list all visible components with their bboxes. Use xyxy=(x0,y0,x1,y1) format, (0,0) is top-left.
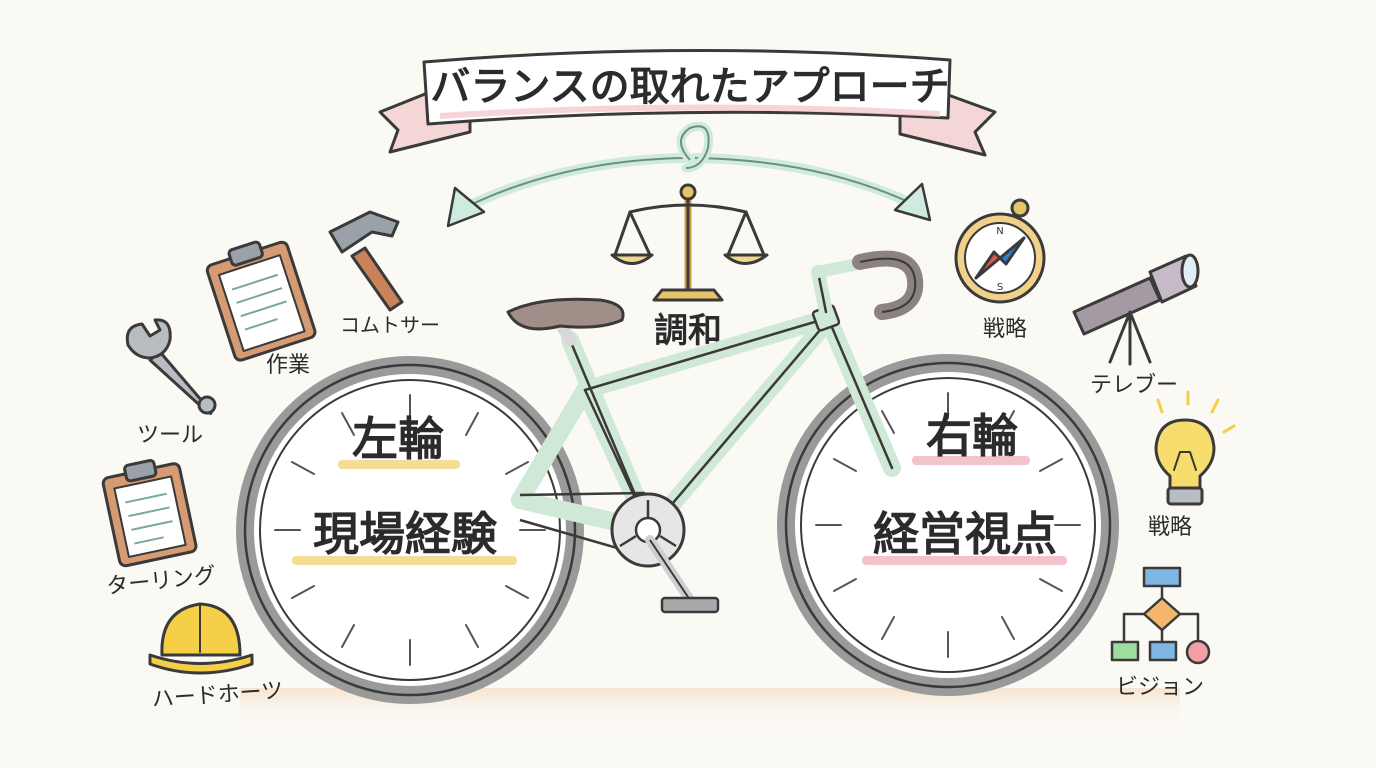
lightbulb-label: 戦略 xyxy=(1148,515,1192,540)
right-wheel-spokes xyxy=(815,392,1081,658)
compass-label: 戦略 xyxy=(983,317,1027,342)
clipboard-icon-2 xyxy=(101,459,198,568)
banner-body xyxy=(422,48,952,126)
left-wheel-text: 左輪 現場経験 xyxy=(292,412,517,565)
telescope-label: テレブー xyxy=(1090,373,1178,398)
lightbulb-icon xyxy=(1154,390,1236,506)
banner: バランスの取れたアプローチ xyxy=(378,48,997,157)
right-wheel-title: 右輪 xyxy=(926,409,1018,463)
banner-underline xyxy=(439,104,941,119)
arrow-right-head xyxy=(893,182,932,222)
arrow-left-head xyxy=(446,186,486,228)
clipboard-icon xyxy=(205,240,317,362)
wrench-label: ツール xyxy=(137,423,203,448)
arrow-right-outline xyxy=(694,157,916,206)
wrench-icon xyxy=(125,318,217,415)
svg-text:N: N xyxy=(996,226,1003,237)
left-wheel-subtitle: 現場経験 xyxy=(313,507,498,561)
clipboard-label-2: ターリング xyxy=(105,563,217,599)
right-wheel xyxy=(777,354,1119,696)
right-wheel-subtitle: 経営視点 xyxy=(873,507,1057,561)
compass-icon: N S xyxy=(954,198,1046,304)
flowchart-icon xyxy=(1110,566,1211,665)
svg-text:S: S xyxy=(997,282,1003,293)
arrow-right xyxy=(690,153,920,210)
arrow-loop-outline xyxy=(680,125,710,169)
telescope-icon xyxy=(1072,253,1200,366)
saddle xyxy=(506,297,625,331)
banner-title: バランスの取れたアプローチ xyxy=(430,64,949,110)
arrow-left-outline xyxy=(459,157,686,211)
scale-icon xyxy=(610,183,769,302)
left-wheel xyxy=(236,356,584,704)
flowchart-label: ビジョン xyxy=(1116,675,1204,700)
bicycle-frame xyxy=(506,250,924,614)
hard-hat-icon xyxy=(148,602,254,675)
left-wheel-spokes xyxy=(274,394,546,666)
clipboard-label-1: 作業 xyxy=(266,353,310,378)
balance-arrows xyxy=(446,121,932,228)
left-wheel-title: 左輪 xyxy=(352,412,444,466)
hammer-icon xyxy=(328,210,404,312)
pedal xyxy=(660,596,720,614)
right-wheel-text: 右輪 経営視点 xyxy=(862,409,1067,565)
hammer-label: コムトサー xyxy=(340,313,440,337)
arrow-left xyxy=(455,153,690,215)
